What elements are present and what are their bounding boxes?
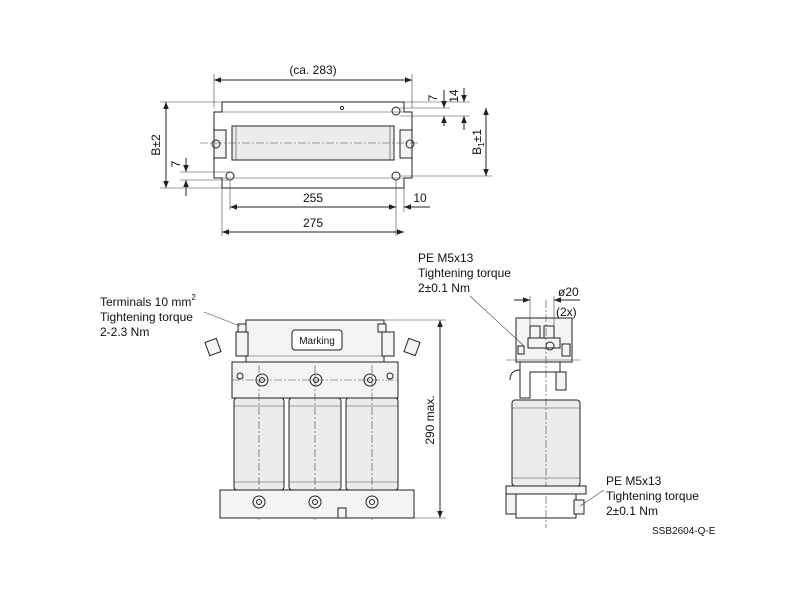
pe-top-line1: PE M5x13 — [418, 251, 474, 265]
dim-diameter: ø20 — [558, 285, 579, 299]
dim-7-left: 7 — [169, 160, 183, 167]
dim-count: (2x) — [556, 305, 577, 319]
pe-top-line2: Tightening torque — [418, 266, 511, 280]
marking-label-box — [291, 329, 343, 351]
dim-height-max: 290 max. — [423, 395, 437, 444]
pe-top-line3: 2±0.1 Nm — [418, 281, 470, 295]
dim-255: 255 — [303, 191, 323, 205]
drawing-code: SSB2604-Q-E — [652, 526, 716, 537]
terminals-annotation-line2: Tightening torque — [100, 310, 193, 324]
top-slot-lower-right — [391, 171, 401, 181]
dim-height-b: B±2 — [149, 134, 163, 156]
marking-label: Marking — [299, 336, 335, 347]
pe-bottom-line2: Tightening torque — [606, 489, 699, 503]
dim-10: 10 — [413, 191, 427, 205]
top-slot-upper-right — [391, 106, 401, 116]
terminals-annotation-line3: 2-2.3 Nm — [100, 325, 149, 339]
side-view: PE M5x13 Tightening torque 2±0.1 Nm ø20 … — [418, 251, 699, 528]
dim-7-right: 7 — [426, 94, 440, 101]
terminals-annotation-line1: Terminals 10 mm2 — [100, 293, 196, 309]
dim-overall-length: (ca. 283) — [289, 63, 336, 77]
dim-14: 14 — [447, 89, 461, 103]
pe-bottom-line3: 2±0.1 Nm — [606, 504, 658, 518]
top-view: (ca. 283) B±2 7 7 14 B1±1 255 — [149, 63, 492, 236]
dim-height-b1: B1±1 — [470, 129, 486, 155]
top-slot-lower-left — [225, 171, 235, 181]
pe-bottom-line1: PE M5x13 — [606, 474, 662, 488]
front-view: Marking — [100, 293, 446, 520]
dim-275: 275 — [303, 216, 323, 230]
